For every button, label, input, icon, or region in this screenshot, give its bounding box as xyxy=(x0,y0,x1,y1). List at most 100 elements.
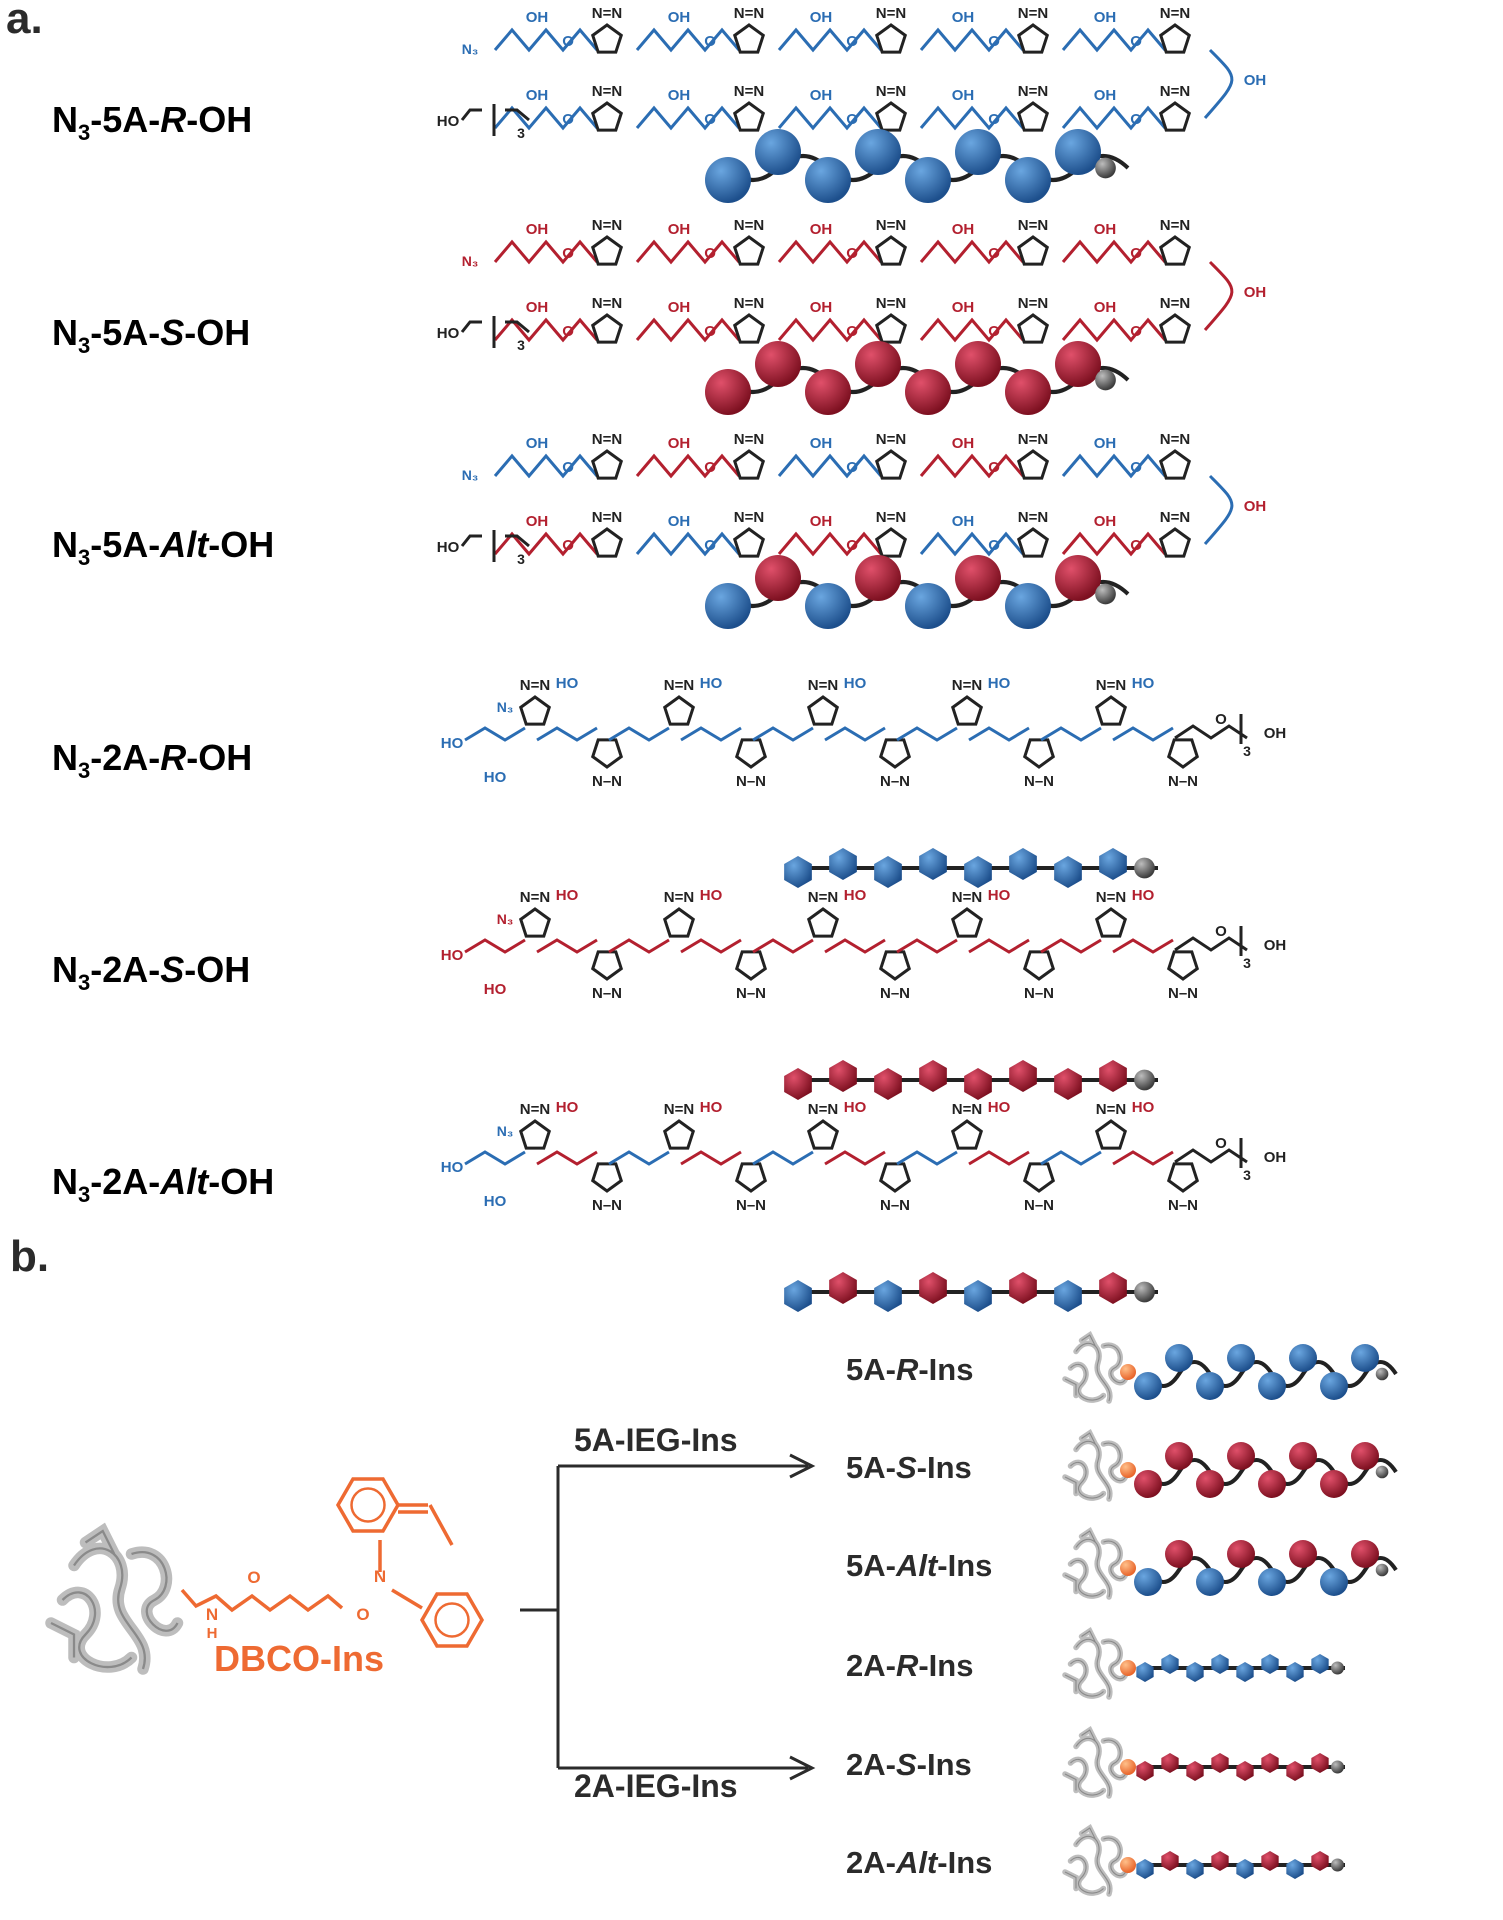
ether-oxygen-label: O xyxy=(704,323,716,340)
triazole-bond xyxy=(732,527,766,558)
monomer-cube xyxy=(1186,1662,1204,1682)
triazole-ring xyxy=(518,695,552,726)
ether-oxygen-label: O xyxy=(988,245,1000,262)
monomer-cube xyxy=(1186,1859,1204,1879)
triazole-bond xyxy=(732,23,766,54)
ether-oxygen-label: O xyxy=(704,245,716,262)
triazole-bond xyxy=(878,950,912,981)
end-cap-ball xyxy=(1095,369,1116,391)
monomer-cube xyxy=(1054,856,1082,888)
backbone-segment xyxy=(896,726,958,742)
hydroxymethyl-label: HO xyxy=(556,1099,579,1116)
terminal-hydroxyl-label: OH xyxy=(1264,725,1287,742)
hydroxyl-label: OH xyxy=(952,87,975,104)
hydroxymethyl-label: HO xyxy=(988,887,1011,904)
ether-oxygen-label: O xyxy=(704,537,716,554)
monomer-cube xyxy=(919,1060,947,1092)
backbone-segment xyxy=(635,27,741,53)
hydroxyl-label: OH xyxy=(526,435,549,452)
hydroxymethyl-label: HO xyxy=(700,887,723,904)
triazole-bond xyxy=(518,1119,552,1150)
monomer-cube xyxy=(829,1060,857,1092)
hydroxyl-label: OH xyxy=(1094,87,1117,104)
carbonyl-oxygen-label: O xyxy=(356,1605,369,1624)
triazole-ring xyxy=(878,1162,912,1193)
terminal-hydroxyl-label: HO xyxy=(437,113,460,130)
monomer-ball xyxy=(705,369,751,415)
end-cap-ball xyxy=(1095,157,1116,179)
triazole-label: N=N xyxy=(734,295,764,312)
monomer-cube xyxy=(1311,1851,1329,1871)
peg-linker xyxy=(460,316,530,348)
triazole-ring xyxy=(874,101,908,132)
hydroxymethyl-label: HO xyxy=(556,675,579,692)
triazole-bond xyxy=(518,695,552,726)
row-label-2: N3-5A-S-OH xyxy=(52,312,251,359)
ether-oxygen-label: O xyxy=(562,33,574,50)
monomer-ball xyxy=(955,341,1001,387)
monomer-cube xyxy=(874,1068,902,1100)
ether-oxygen-label: O xyxy=(988,459,1000,476)
triazole-ring xyxy=(662,695,696,726)
backbone-segment xyxy=(493,105,599,131)
triazole-ring xyxy=(732,313,766,344)
backbone-segment xyxy=(752,726,814,742)
protein-ribbon-edge xyxy=(1070,1461,1104,1499)
triazole-label: N–N xyxy=(1024,985,1054,1002)
triazole-bond xyxy=(1094,907,1128,938)
monomer-cube xyxy=(1099,1060,1127,1092)
triazole-label: N–N xyxy=(1024,773,1054,790)
triazole-bond xyxy=(662,907,696,938)
monomer-cube xyxy=(784,1068,812,1100)
product-insulin xyxy=(1062,1330,1129,1404)
monomer-cube xyxy=(1311,1753,1329,1773)
monomer-cube xyxy=(1286,1662,1304,1682)
backbone-segment xyxy=(635,531,741,557)
monomer-ball xyxy=(1351,1540,1379,1568)
backbone-segment xyxy=(493,317,599,343)
backbone-segment xyxy=(1061,27,1167,53)
protein-ribbon-edge xyxy=(1075,1638,1111,1698)
backbone-segment xyxy=(608,1150,670,1166)
triazole-bond xyxy=(590,235,624,266)
ether-oxygen-label: O xyxy=(562,245,574,262)
azide-label: N₃ xyxy=(497,699,514,715)
terminal-hydroxyl-label: HO xyxy=(437,539,460,556)
monomer-ball xyxy=(1320,1568,1348,1596)
product-insulin xyxy=(1062,1823,1129,1897)
monomer-cube xyxy=(1236,1859,1254,1879)
backbone-segment xyxy=(635,453,741,479)
triazole-ring xyxy=(1022,1162,1056,1193)
protein-ribbon-edge xyxy=(1103,1640,1126,1680)
ether-oxygen-label: O xyxy=(846,323,858,340)
triazole-label: N=N xyxy=(876,431,906,448)
monomer-cube xyxy=(784,1280,812,1312)
triazole-ring xyxy=(874,235,908,266)
monomer-cube xyxy=(1136,1859,1154,1879)
dbco-nitrogen-label: N xyxy=(374,1567,386,1586)
triazole-ring xyxy=(732,23,766,54)
triazole-ring xyxy=(874,313,908,344)
hydroxyl-label: OH xyxy=(526,221,549,238)
triazole-label: N=N xyxy=(1018,5,1048,22)
triazole-bond xyxy=(878,1162,912,1193)
protein-ribbon-edge xyxy=(1070,1559,1104,1597)
hydroxyl-label: OH xyxy=(810,9,833,26)
triazole-label: N=N xyxy=(808,677,838,694)
monomer-ball xyxy=(1196,1470,1224,1498)
backbone-segment xyxy=(608,726,670,742)
triazole-ring xyxy=(1022,950,1056,981)
peg-linker xyxy=(460,104,530,136)
hydroxymethyl-label: HO xyxy=(700,675,723,692)
monomer-cube xyxy=(1136,1662,1154,1682)
hydroxymethyl-label: HO xyxy=(844,1099,867,1116)
backbone-segment xyxy=(1061,531,1167,557)
triazole-label: N=N xyxy=(1160,295,1190,312)
ether-oxygen-label: O xyxy=(988,33,1000,50)
triazole-bond xyxy=(518,907,552,938)
end-cap-ball xyxy=(1134,1281,1155,1303)
triazole-label: N=N xyxy=(1018,217,1048,234)
triazole-label: N=N xyxy=(592,295,622,312)
monomer-cube xyxy=(1161,1654,1179,1674)
monomer-cube xyxy=(1054,1068,1082,1100)
